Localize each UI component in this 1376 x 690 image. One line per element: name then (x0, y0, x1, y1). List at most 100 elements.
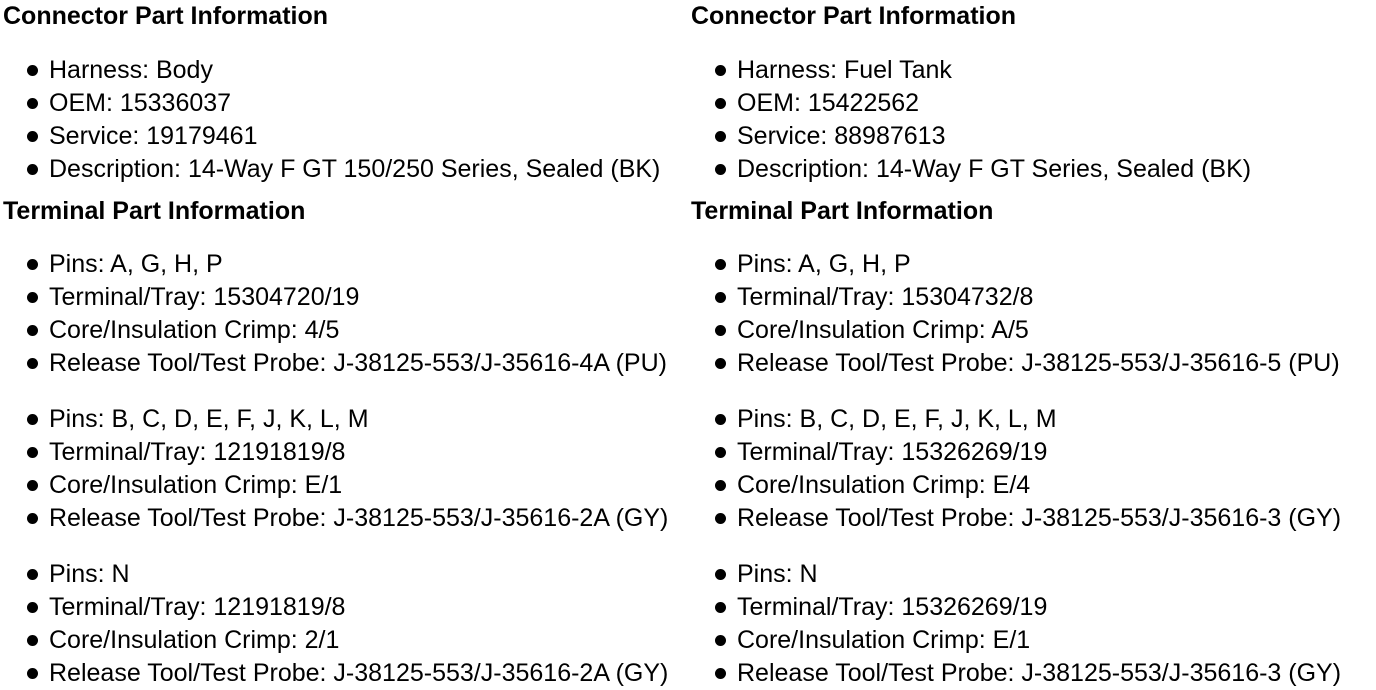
list-item-pins: Pins: A, G, H, P (3, 248, 688, 281)
connector-info-list: Harness: Body OEM: 15336037 Service: 191… (3, 54, 688, 186)
list-item-text: Core/Insulation Crimp: E/1 (49, 471, 343, 499)
list-item-text: Release Tool/Test Probe: J-38125-553/J-3… (737, 504, 1342, 532)
connector-part-information-heading: Connector Part Information (3, 2, 329, 30)
list-item-text: Terminal/Tray: 15326269/19 (737, 438, 1048, 466)
list-item-text: Service: 19179461 (49, 122, 258, 150)
list-item-crimp: Core/Insulation Crimp: 4/5 (3, 314, 688, 347)
list-item-release-tool: Release Tool/Test Probe: J-38125-553/J-3… (3, 502, 688, 535)
bullet-icon (27, 635, 38, 646)
list-item-service: Service: 88987613 (691, 120, 1376, 153)
list-item-terminal-tray: Terminal/Tray: 15304720/19 (3, 281, 688, 314)
list-item-text: Release Tool/Test Probe: J-38125-553/J-3… (737, 659, 1342, 687)
bullet-icon (715, 292, 726, 303)
list-item-text: Description: 14-Way F GT Series, Sealed … (737, 155, 1252, 183)
bullet-icon (715, 325, 726, 336)
bullet-icon (715, 602, 726, 613)
list-item-text: Core/Insulation Crimp: 4/5 (49, 316, 340, 344)
list-item-text: OEM: 15336037 (49, 89, 232, 117)
list-item-text: Core/Insulation Crimp: E/4 (737, 471, 1031, 499)
bullet-icon (27, 414, 38, 425)
list-item-text: Core/Insulation Crimp: A/5 (737, 316, 1029, 344)
bullet-icon (715, 358, 726, 369)
list-item-text: Pins: A, G, H, P (737, 250, 911, 278)
list-item-pins: Pins: A, G, H, P (691, 248, 1376, 281)
connector-info-list: Harness: Fuel Tank OEM: 15422562 Service… (691, 54, 1376, 186)
bullet-icon (715, 164, 726, 175)
list-item-harness: Harness: Body (3, 54, 688, 87)
list-item-text: Pins: N (49, 560, 130, 588)
terminal-info-group: Pins: A, G, H, P Terminal/Tray: 15304720… (3, 248, 688, 380)
list-item-crimp: Core/Insulation Crimp: 2/1 (3, 624, 688, 657)
list-item-text: Core/Insulation Crimp: E/1 (737, 626, 1031, 654)
bullet-icon (27, 164, 38, 175)
bullet-icon (27, 480, 38, 491)
list-item-text: Core/Insulation Crimp: 2/1 (49, 626, 340, 654)
list-item-crimp: Core/Insulation Crimp: E/1 (3, 469, 688, 502)
bullet-icon (715, 131, 726, 142)
terminal-info-group: Pins: B, C, D, E, F, J, K, L, M Terminal… (691, 403, 1376, 535)
list-item-text: Terminal/Tray: 12191819/8 (49, 593, 346, 621)
bullet-icon (715, 447, 726, 458)
list-item-pins: Pins: N (691, 558, 1376, 591)
list-item-text: Terminal/Tray: 15304720/19 (49, 283, 360, 311)
bullet-icon (27, 259, 38, 270)
list-item-service: Service: 19179461 (3, 120, 688, 153)
terminal-info-group: Pins: A, G, H, P Terminal/Tray: 15304732… (691, 248, 1376, 380)
terminal-part-information-heading: Terminal Part Information (3, 197, 306, 225)
list-item-release-tool: Release Tool/Test Probe: J-38125-553/J-3… (691, 657, 1376, 690)
list-item-pins: Pins: B, C, D, E, F, J, K, L, M (691, 403, 1376, 436)
list-item-description: Description: 14-Way F GT Series, Sealed … (691, 153, 1376, 186)
bullet-icon (715, 513, 726, 524)
list-item-text: Release Tool/Test Probe: J-38125-553/J-3… (737, 349, 1340, 377)
list-item-oem: OEM: 15336037 (3, 87, 688, 120)
list-item-text: Terminal/Tray: 15326269/19 (737, 593, 1048, 621)
list-item-text: Pins: B, C, D, E, F, J, K, L, M (49, 405, 369, 433)
list-item-crimp: Core/Insulation Crimp: A/5 (691, 314, 1376, 347)
list-item-harness: Harness: Fuel Tank (691, 54, 1376, 87)
list-item-text: Terminal/Tray: 15304732/8 (737, 283, 1034, 311)
bullet-icon (715, 569, 726, 580)
terminal-info-group: Pins: B, C, D, E, F, J, K, L, M Terminal… (3, 403, 688, 535)
list-item-terminal-tray: Terminal/Tray: 15326269/19 (691, 436, 1376, 469)
terminal-info-group: Pins: N Terminal/Tray: 12191819/8 Core/I… (3, 558, 688, 690)
list-item-pins: Pins: N (3, 558, 688, 591)
list-item-release-tool: Release Tool/Test Probe: J-38125-553/J-3… (3, 657, 688, 690)
bullet-icon (27, 131, 38, 142)
list-item-terminal-tray: Terminal/Tray: 12191819/8 (3, 591, 688, 624)
bullet-icon (27, 602, 38, 613)
list-item-text: OEM: 15422562 (737, 89, 920, 117)
list-item-text: Pins: B, C, D, E, F, J, K, L, M (737, 405, 1057, 433)
list-item-oem: OEM: 15422562 (691, 87, 1376, 120)
bullet-icon (27, 65, 38, 76)
bullet-icon (27, 569, 38, 580)
list-item-terminal-tray: Terminal/Tray: 12191819/8 (3, 436, 688, 469)
list-item-description: Description: 14-Way F GT 150/250 Series,… (3, 153, 688, 186)
bullet-icon (27, 358, 38, 369)
list-item-terminal-tray: Terminal/Tray: 15304732/8 (691, 281, 1376, 314)
list-item-text: Terminal/Tray: 12191819/8 (49, 438, 346, 466)
list-item-text: Pins: N (737, 560, 818, 588)
bullet-icon (715, 414, 726, 425)
bullet-icon (27, 668, 38, 679)
list-item-text: Release Tool/Test Probe: J-38125-553/J-3… (49, 659, 669, 687)
bullet-icon (715, 65, 726, 76)
terminal-info-group: Pins: N Terminal/Tray: 15326269/19 Core/… (691, 558, 1376, 690)
list-item-text: Release Tool/Test Probe: J-38125-553/J-3… (49, 504, 669, 532)
bullet-icon (27, 447, 38, 458)
bullet-icon (715, 635, 726, 646)
bullet-icon (715, 259, 726, 270)
terminal-part-information-heading: Terminal Part Information (691, 197, 994, 225)
bullet-icon (715, 98, 726, 109)
list-item-text: Service: 88987613 (737, 122, 946, 150)
bullet-icon (27, 513, 38, 524)
list-item-release-tool: Release Tool/Test Probe: J-38125-553/J-3… (691, 502, 1376, 535)
list-item-crimp: Core/Insulation Crimp: E/4 (691, 469, 1376, 502)
bullet-icon (715, 480, 726, 491)
list-item-text: Release Tool/Test Probe: J-38125-553/J-3… (49, 349, 667, 377)
list-item-crimp: Core/Insulation Crimp: E/1 (691, 624, 1376, 657)
list-item-pins: Pins: B, C, D, E, F, J, K, L, M (3, 403, 688, 436)
list-item-text: Description: 14-Way F GT 150/250 Series,… (49, 155, 661, 183)
part-info-column-left: Connector Part Information Harness: Body… (3, 2, 688, 690)
part-info-column-right: Connector Part Information Harness: Fuel… (688, 0, 1376, 690)
